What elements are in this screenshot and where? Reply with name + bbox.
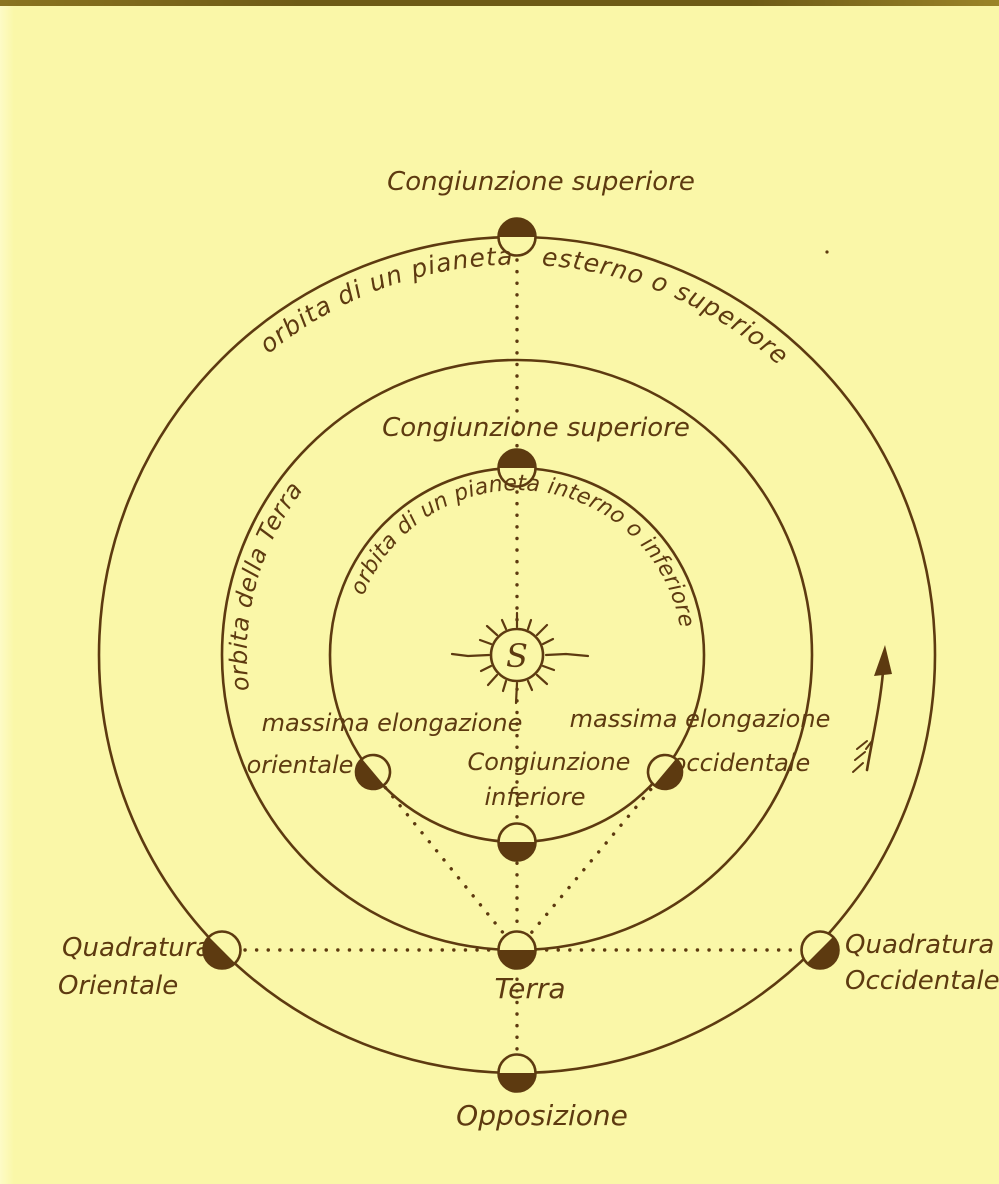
label-earth-orbit: orbita della Terra [225, 476, 309, 693]
label-inner-orbit: orbita di un pianeta interno o inferiore [346, 471, 699, 630]
planet-max-elongation-west [646, 753, 684, 791]
label-inferior-conjunction-line1: Congiunzione [468, 748, 631, 776]
planet-inferior-conjunction [497, 822, 537, 862]
sun-disc [489, 627, 545, 683]
sun-rays [450, 611, 590, 705]
label-quadrature-west-line1: Quadratura [845, 930, 994, 960]
label-earth: Terra [494, 972, 565, 1005]
scan-speck [825, 250, 829, 254]
planet-opposition [497, 1053, 537, 1093]
label-quadrature-west-line2: Occidentale [845, 966, 999, 996]
sun-letter: S [506, 637, 528, 675]
label-superior-conjunction-inner: Congiunzione superiore [382, 413, 690, 443]
planet-superior-conjunction-outer [497, 217, 537, 257]
label-quadrature-east-line1: Quadratura [62, 933, 211, 963]
page-top-edge-shadow [0, 0, 999, 6]
label-max-elongation-east-line2: orientale [247, 751, 354, 779]
planet-quadrature-west [800, 930, 840, 970]
planet-max-elongation-east [354, 753, 392, 791]
tangent-line-east-elongation [374, 774, 519, 952]
label-max-elongation-west-line1: massima elongazione [570, 705, 831, 733]
arrow-fletching [852, 740, 873, 773]
label-quadrature-east-line2: Orientale [58, 971, 178, 1001]
label-outer-orbit-right: esterno o superiore [541, 242, 795, 370]
planet-superior-conjunction-inner [497, 448, 537, 488]
label-opposition: Opposizione [456, 1099, 628, 1132]
label-max-elongation-east-line1: massima elongazione [262, 709, 523, 737]
label-inferior-conjunction-line2: inferiore [485, 783, 586, 811]
planet-earth [497, 930, 537, 970]
planet-quadrature-east [202, 930, 242, 970]
label-superior-conjunction-outer: Congiunzione superiore [387, 167, 695, 197]
label-max-elongation-west-line2: occidentale [672, 749, 811, 777]
orbital-direction-arrow [852, 645, 892, 773]
sun: S [450, 611, 590, 705]
